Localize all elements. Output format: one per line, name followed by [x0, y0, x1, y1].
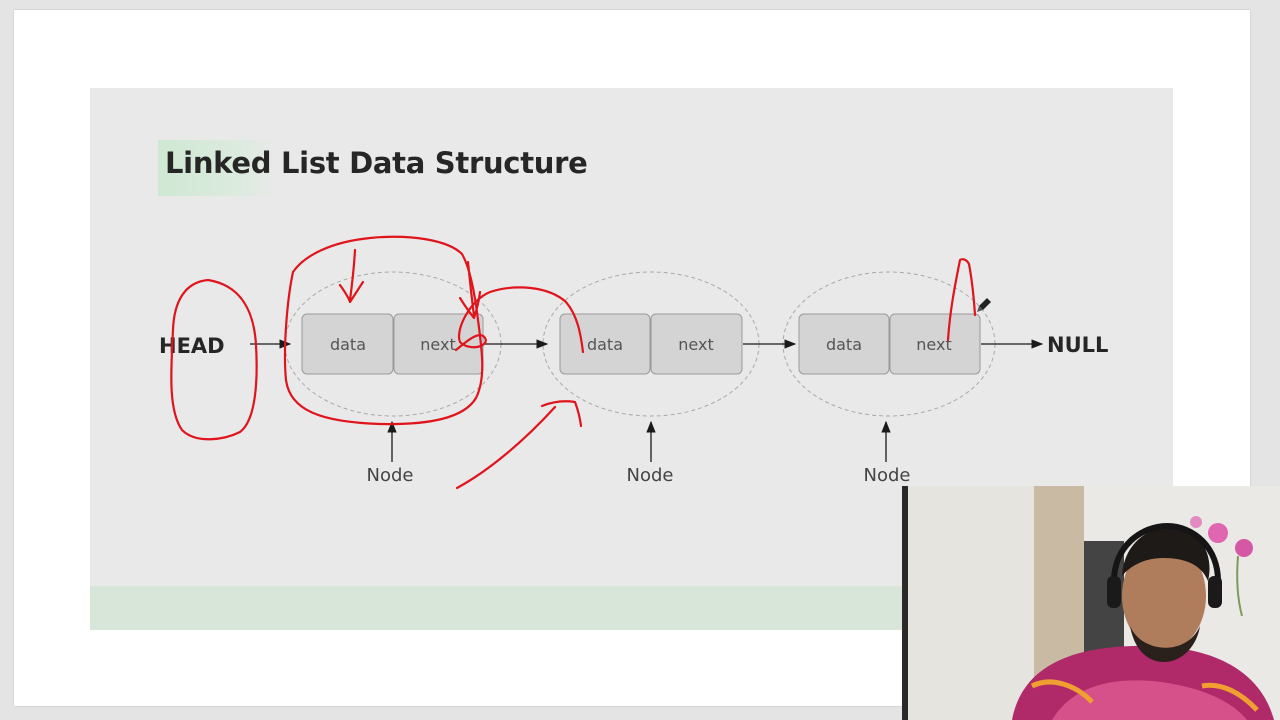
- node-3-next-cell: [889, 313, 981, 375]
- annotation-down-arrow-1: [338, 248, 365, 304]
- annotation-diagonal-arrow: [455, 400, 583, 490]
- node-2-data-cell: [559, 313, 651, 375]
- wall-flower-decal: [1190, 516, 1253, 617]
- node-2-next-cell: [650, 313, 743, 375]
- annotation-head-loop: [170, 278, 258, 441]
- annotation-node-1-loop: [283, 235, 484, 426]
- node-1-data-cell: [301, 313, 394, 375]
- node-3-next-label: next: [916, 335, 951, 354]
- webcam-video: [902, 486, 1280, 720]
- node-2-caption: Node: [627, 465, 674, 486]
- presenter: [1012, 522, 1274, 720]
- annotation-next-scribble: [454, 286, 585, 354]
- null-label: NULL: [1047, 333, 1108, 357]
- title-highlight: [158, 140, 276, 196]
- slide-title: Linked List Data Structure: [165, 146, 588, 180]
- annotation-node-3-mark: [946, 258, 977, 342]
- node-3-data-cell: [798, 313, 890, 375]
- node-3-data-label: data: [826, 335, 862, 354]
- node-2-data-label: data: [587, 335, 623, 354]
- node-3-caption: Node: [864, 465, 911, 486]
- node-1-data-label: data: [330, 335, 366, 354]
- presenter-video-frame: [902, 486, 1280, 720]
- head-label: HEAD: [159, 334, 225, 358]
- node-1-caption: Node: [367, 465, 414, 486]
- pen-cursor-icon: [977, 298, 991, 312]
- node-1-next-label: next: [420, 335, 455, 354]
- pen-annotations: [170, 235, 977, 490]
- node-2-next-label: next: [678, 335, 713, 354]
